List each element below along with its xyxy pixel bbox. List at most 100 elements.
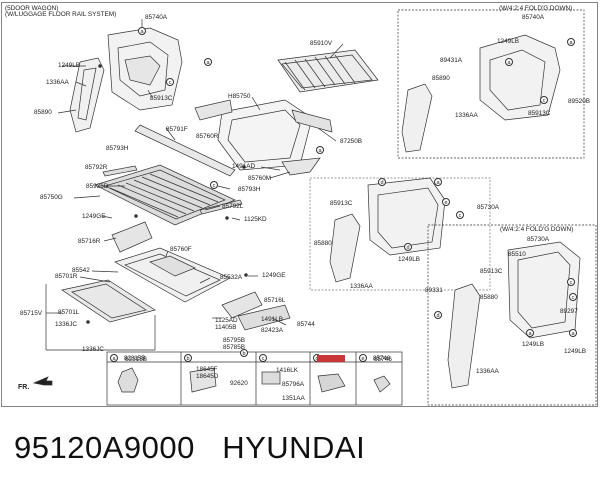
part-label-92620: 92620	[230, 380, 248, 387]
part-label-1351aa: 1351AA	[282, 395, 305, 402]
table-col-a: a	[110, 354, 118, 362]
part-label-1249lb-3: 1249LB	[398, 256, 421, 263]
part-label-89331: 89331	[425, 287, 443, 294]
part-label-87250b: 87250B	[340, 138, 363, 145]
part-label-85890-2: 85890	[432, 75, 450, 82]
callout-d: d	[378, 178, 386, 186]
callout-d: d	[404, 243, 412, 251]
part-label-1249lb-2: 1249LB	[497, 38, 520, 45]
callout-b: b	[240, 349, 248, 357]
part-label-1336jc-1: 1336JC	[55, 321, 78, 328]
header-vehicle: (5DOOR WAGON)	[5, 5, 59, 12]
part-label-85791f: 85791F	[166, 126, 188, 133]
part-label-85910v: 85910V	[310, 40, 333, 47]
part-label-1336aa-3: 1336AA	[350, 283, 373, 290]
part-label-85890-1: 85890	[34, 109, 52, 116]
header-inset-top-right: (W/4:2:4 FOLD'G DOWN)	[499, 5, 573, 12]
part-label-85510: 85510	[508, 251, 526, 258]
part-label-85792r: 85792R	[85, 164, 108, 171]
part-label-85792l: 85792L	[222, 203, 244, 210]
part-label-18645d: 18645D	[196, 373, 219, 380]
table-col-b: b	[184, 354, 192, 362]
part-label-89431a: 89431A	[440, 57, 463, 64]
part-label-1416lk: 1416LK	[276, 367, 299, 374]
part-label-85880-2: 85880	[480, 294, 498, 301]
part-label-85760m: 85760M	[248, 175, 272, 182]
part-label-1491ad: 1491AD	[232, 163, 256, 170]
callout-c: c	[567, 278, 575, 286]
callout-a: a	[204, 58, 212, 66]
part-label-85913c-4: 85913C	[480, 268, 503, 275]
part-label-85750g: 85750G	[40, 194, 63, 201]
red-tag-marker	[317, 355, 345, 362]
callout-a: a	[138, 27, 146, 35]
part-label-1491lb: 1491LB	[261, 316, 284, 323]
header-inset-bottom-right: (W/4:2:4 FOLD'G DOWN)	[500, 226, 574, 233]
callout-c: c	[540, 96, 548, 104]
part-label-1249lb-4: 1249LB	[522, 341, 545, 348]
part-label-85793h-2: 85793H	[238, 186, 261, 193]
part-label-85936d: 85936D	[86, 183, 109, 190]
part-label-85793h-1: 85793H	[106, 145, 129, 152]
part-label-85716r: 85716R	[78, 238, 101, 245]
table-col-c: c	[259, 354, 267, 362]
part-label-85730a-1: 85730A	[477, 204, 500, 211]
part-label-1336aa-2: 1336AA	[455, 112, 478, 119]
part-label-1125ad: 1125AD	[215, 317, 238, 324]
callout-a: a	[316, 146, 324, 154]
callout-a: a	[526, 329, 534, 337]
part-label-85542: 85542	[72, 267, 90, 274]
part-label-85796a: 85796A	[282, 381, 305, 388]
part-label-85740a-2: 85740A	[522, 14, 545, 21]
part-label-85913c-3: 85913C	[330, 200, 353, 207]
front-direction-label: FR.	[18, 384, 30, 391]
part-label-85913c-1: 85913C	[150, 95, 173, 102]
part-label-18645f: 18645F	[196, 366, 218, 373]
part-label-1249lb-1: 1249LB	[58, 62, 81, 69]
part-number-caption: 95120A9000 HYUNDAI	[14, 430, 365, 466]
callout-c: c	[456, 211, 464, 219]
part-label-85760r: 85760R	[196, 133, 219, 140]
part-label-89297: 89297	[560, 308, 578, 315]
part-label-82423a: 82423A	[261, 327, 284, 334]
part-label-85744: 85744	[297, 321, 315, 328]
part-label-85740a-1: 85740A	[145, 14, 168, 21]
part-label-11405b: 11405B	[215, 324, 237, 331]
callout-e: e	[442, 198, 450, 206]
callout-c: c	[569, 293, 577, 301]
part-label-89520b: 89520B	[568, 98, 591, 105]
part-label-82315b: 82315B	[125, 356, 148, 363]
part-label-1336aa-1: 1336AA	[46, 79, 69, 86]
callout-a: a	[434, 178, 442, 186]
part-label-85785b: 85785B	[223, 344, 246, 351]
part-label-85880-1: 85880	[314, 240, 332, 247]
callout-a: a	[567, 38, 575, 46]
part-label-85701l: 85701L	[58, 309, 80, 316]
part-label-85760f: 85760F	[170, 246, 192, 253]
header-option: (W/LUGGAGE FLOOR RAIL SYSTEM)	[5, 11, 117, 18]
callout-d: d	[434, 311, 442, 319]
table-col-e-part: 85746	[373, 355, 391, 362]
callout-c: c	[166, 78, 174, 86]
part-label-85532a: 85532A	[220, 274, 243, 281]
part-label-1125kd: 1125KD	[244, 216, 267, 223]
callout-a: a	[569, 329, 577, 337]
part-label-1249ge-1: 1249GE	[82, 213, 106, 220]
part-label-85701r: 85701R	[55, 273, 78, 280]
part-label-85716l: 85716L	[264, 297, 286, 304]
part-label-85730a-2: 85730A	[527, 236, 550, 243]
part-label-85795b: 85795B	[223, 337, 246, 344]
part-label-85746: 85746	[374, 356, 392, 363]
part-label-85913c-2: 85913C	[528, 110, 551, 117]
table-col-a-part: 82315B	[124, 355, 146, 362]
part-label-h85750: H85750	[228, 93, 251, 100]
part-number: 95120A9000	[14, 430, 195, 465]
part-label-1336aa-4: 1336AA	[476, 368, 499, 375]
part-label-1249ge-2: 1249GE	[262, 272, 286, 279]
brand-name: HYUNDAI	[222, 430, 366, 465]
part-label-1249lb-5: 1249LB	[564, 348, 587, 355]
callout-c: c	[210, 181, 218, 189]
part-label-1336jc-2: 1336JC	[82, 346, 105, 353]
